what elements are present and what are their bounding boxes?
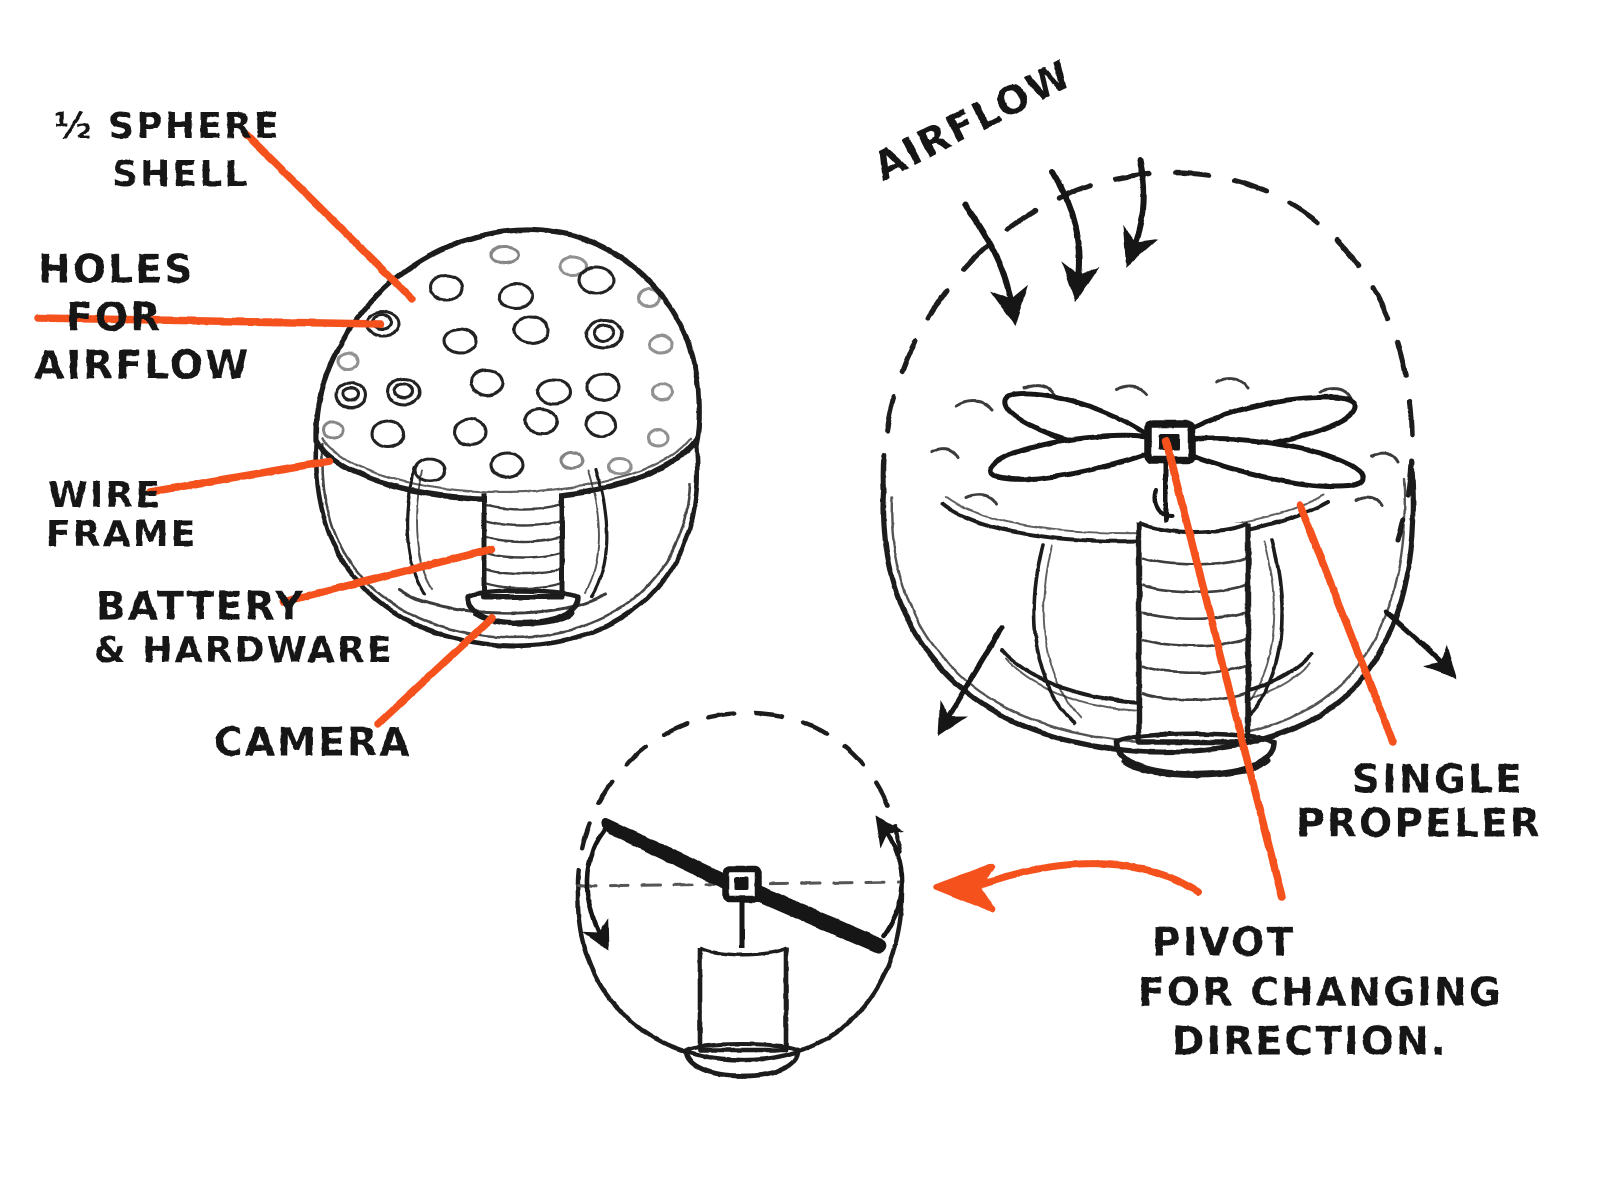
label-single-propeler-line2: PROPELER: [1296, 802, 1542, 847]
leader-lines-right: [1162, 437, 1397, 901]
label-half-sphere-shell-line1: ½ SPHERE: [54, 106, 281, 147]
airflow-turbulence-marks: [930, 377, 1400, 508]
half-sphere-shell: [313, 226, 702, 502]
camera-module: [465, 588, 581, 627]
label-holes-line3: AIRFLOW: [34, 344, 250, 389]
camera-module-cutaway: [1113, 731, 1277, 778]
airflow-arrow-2: [1050, 169, 1100, 303]
inset-rotation-arrows: [582, 815, 905, 952]
label-wire-frame-line2: FRAME: [46, 514, 198, 555]
label-holes-line1: HOLES: [38, 248, 194, 293]
inner-dome-curve: [940, 494, 1330, 544]
label-single-propeler-line1: SINGLE: [1352, 758, 1524, 803]
label-airflow: AIRFLOW: [867, 52, 1080, 190]
airflow-arrows-out: [938, 609, 1457, 736]
airflow-arrows-in: [962, 157, 1159, 327]
airflow-arrow-3: [1122, 157, 1159, 268]
label-camera: CAMERA: [214, 721, 412, 766]
rotation-arrow-right: [875, 815, 905, 939]
single-propeler: [987, 390, 1366, 489]
airflow-arrow-1: [962, 202, 1028, 327]
label-pivot-line3: DIRECTION.: [1172, 1020, 1448, 1065]
label-battery-line2: & HARDWARE: [94, 630, 394, 671]
leader-half-sphere-shell: [242, 130, 416, 303]
leader-wire-frame: [146, 457, 334, 496]
figure-cutaway-view: [880, 157, 1457, 778]
inset-camera-base: [683, 1042, 801, 1079]
leader-camera: [374, 614, 496, 728]
airflow-holes: [321, 245, 674, 483]
label-wire-frame-line1: WIRE: [48, 475, 162, 516]
leader-single-propeler: [1296, 501, 1397, 746]
wire-frame-enclosure: [313, 425, 700, 648]
dashed-shell-upper: [881, 170, 1415, 543]
inset-battery: [697, 946, 789, 1053]
label-half-sphere-shell-line2: SHELL: [112, 154, 250, 195]
leader-holes: [34, 314, 385, 328]
inset-tilted-propeller: [601, 818, 887, 953]
label-pivot-line2: FOR CHANGING: [1138, 971, 1503, 1016]
figure-pivot-detail: [575, 710, 905, 1079]
label-pivot-line1: PIVOT: [1152, 921, 1295, 966]
label-holes-line2: FOR: [66, 296, 162, 341]
arrow-to-pivot-detail: [933, 860, 1202, 913]
rotation-arrow-left: [582, 823, 611, 952]
battery-hardware-cutaway: [1136, 521, 1251, 745]
inset-solid-lower: [575, 883, 905, 1063]
airflow-arrow-out-left: [938, 625, 1005, 736]
battery-hardware: [481, 493, 565, 600]
figure-exterior-view: [313, 226, 702, 648]
inset-dashed-upper: [575, 710, 905, 899]
airflow-arrow-out-right: [1383, 609, 1457, 679]
leader-battery: [279, 545, 496, 606]
leader-pivot: [1162, 437, 1286, 901]
label-battery-line1: BATTERY: [96, 585, 305, 630]
inset-pivot-hub: [722, 865, 762, 903]
leader-lines-left: [34, 130, 496, 728]
